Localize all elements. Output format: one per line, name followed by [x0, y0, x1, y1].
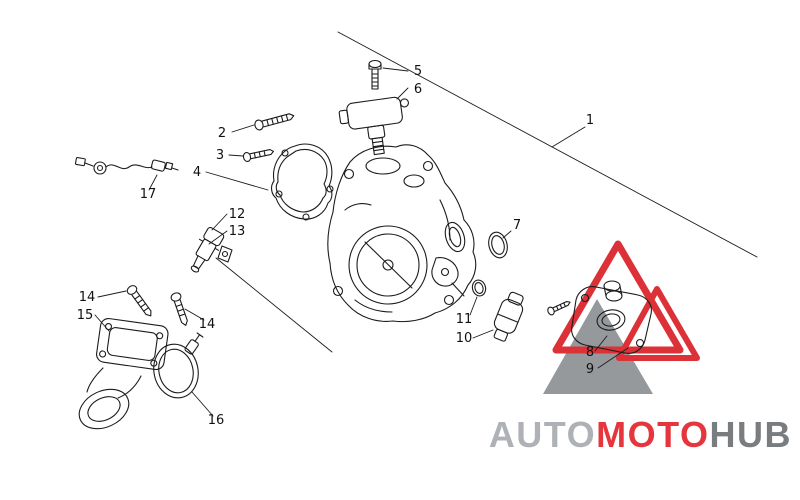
screw-part-3 [242, 149, 274, 163]
sensor-part-10 [493, 291, 524, 342]
logo-mountain-large-icon [552, 240, 684, 354]
flange-screw [547, 301, 571, 316]
brand-wordmark: AUTOMOTOHUB [489, 414, 792, 455]
part-callout-1: 1 [586, 113, 594, 128]
part-callout-12: 12 [229, 207, 246, 222]
throttle-body [327, 144, 477, 323]
part-callout-2: 2 [218, 126, 226, 141]
intake-adapter-part-15 [78, 317, 169, 430]
part-callout-13: 13 [229, 224, 246, 239]
adapter-flange-part-8-9 [571, 280, 652, 354]
part-callout-6: 6 [414, 82, 422, 97]
part-callout-8: 8 [586, 345, 594, 360]
screw-part-14-right [170, 292, 188, 326]
fuel-injector-part-12-13 [190, 226, 233, 273]
screw-part-14-left [126, 285, 152, 317]
brand-wordmark-moto: MOTO [596, 414, 709, 455]
part-callout-7: 7 [513, 218, 521, 233]
brand-wordmark-hub: HUB [710, 414, 793, 455]
part-callout-5: 5 [414, 64, 422, 79]
clamp-part-16 [153, 332, 204, 399]
gasket-part-4 [271, 143, 334, 221]
screw-part-5 [368, 59, 382, 90]
part-callout-15: 15 [77, 308, 94, 323]
part-callout-11: 11 [456, 312, 473, 327]
part-callout-3: 3 [216, 148, 224, 163]
screw-part-2 [254, 113, 295, 131]
part-callout-10: 10 [456, 331, 473, 346]
part-callout-9: 9 [586, 362, 594, 377]
brand-wordmark-auto: AUTO [489, 414, 596, 455]
sensor-part-6 [338, 96, 410, 156]
throttle-cable-part-17 [74, 156, 179, 175]
part-callout-14a: 14 [79, 290, 96, 305]
callout-leader-lines [94, 31, 758, 417]
part-callout-16: 16 [208, 413, 225, 428]
part-callout-17: 17 [140, 187, 157, 202]
part-callout-4: 4 [193, 165, 201, 180]
oring-part-7 [488, 231, 508, 259]
automotohub-watermark: AUTOMOTOHUB [489, 240, 792, 455]
part-callout-14b: 14 [199, 317, 216, 332]
logo-mountain-small-icon [616, 286, 700, 361]
oring-part-11 [471, 279, 487, 297]
